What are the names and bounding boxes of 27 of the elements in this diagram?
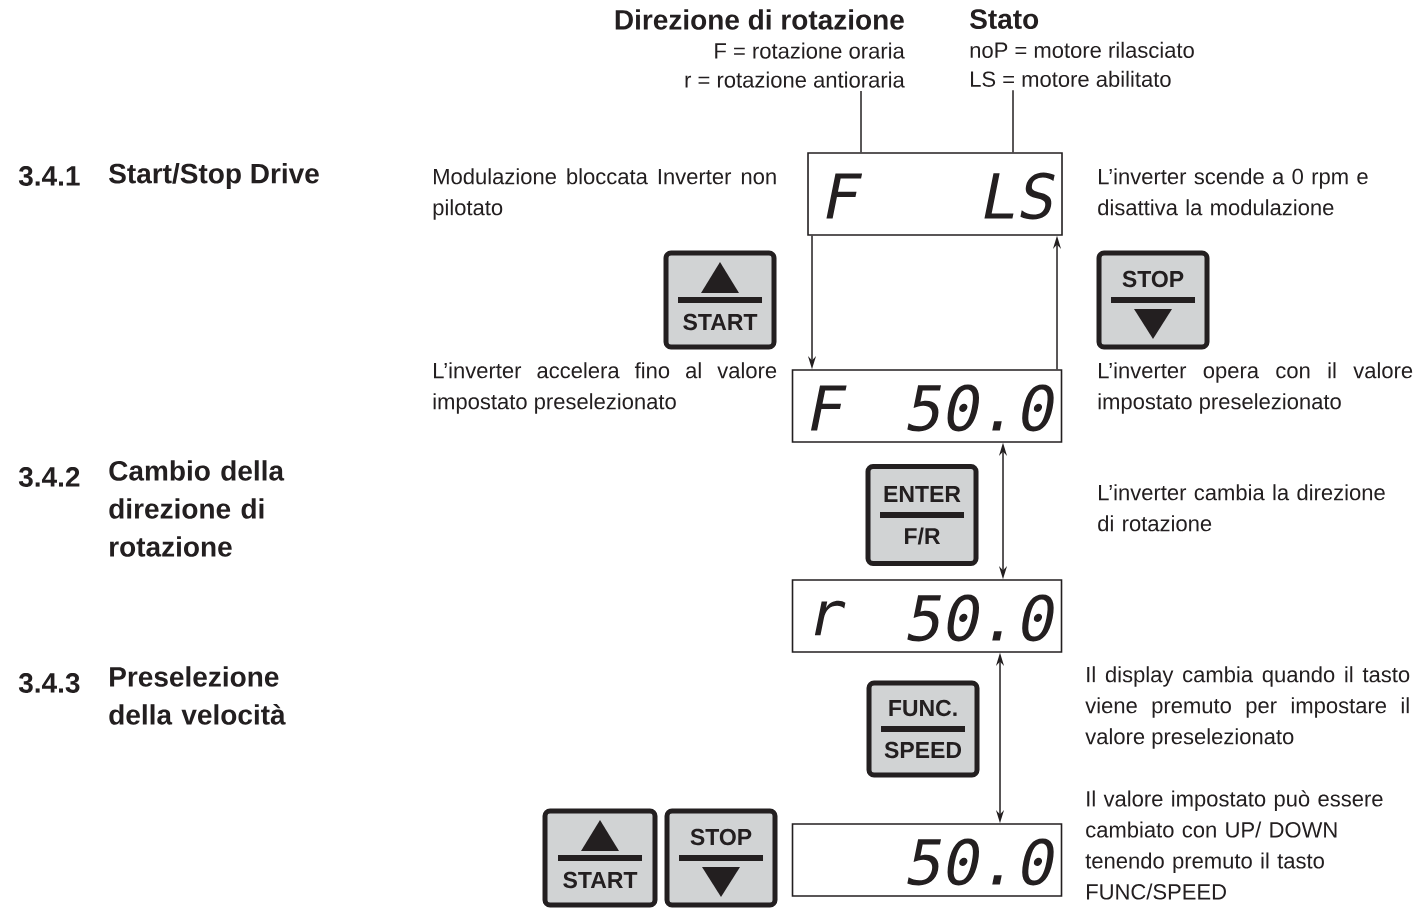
- lcd-display: F 50.0: [791, 369, 1063, 443]
- description-text: Il valore impostato può essere cambiato con UP/ DOWN tenendo premuto il tasto FUNC/SPEED: [1085, 790, 1383, 900]
- description-text: L’inverter accelera fino al valore impostato preselezionato: [433, 362, 777, 414]
- section-heading: Start/Stop Drive: [109, 162, 319, 190]
- section-heading: 3.4.2: [18, 467, 80, 487]
- section-heading: 3.4.3: [18, 673, 80, 693]
- lcd-display: r 50.0: [791, 579, 1063, 653]
- section-heading: Preselezione della velocità: [109, 666, 286, 725]
- heading-text: Direzione di rotazione F = rotazione oraria r = rotazione antioraria: [615, 9, 905, 88]
- section-heading: 3.4.1: [18, 166, 80, 186]
- heading-text: Stato noP = motore rilasciato LS = motore abilitato: [970, 9, 1194, 87]
- description-text: Modulazione bloccata Inverter non pilotato: [433, 168, 776, 220]
- description-text: Il display cambia quando il tasto viene premuto per impostare il valore preselezionato: [1085, 666, 1410, 749]
- leader-line: [1012, 89, 1014, 153]
- description-text: L’inverter cambia la direzione di rotazione: [1098, 484, 1385, 532]
- key-button: FUNC. SPEED: [866, 680, 980, 778]
- lcd-display: 50.0: [791, 823, 1063, 897]
- section-heading: Cambio della direzione di rotazione: [109, 460, 285, 557]
- description-text: L’inverter opera con il valore impostato preselezionato: [1098, 362, 1413, 414]
- description-text: L’inverter scende a 0 rpm e disattiva la modulazione: [1098, 168, 1368, 216]
- key-button: START: [663, 250, 777, 350]
- key-button: START: [542, 808, 658, 908]
- lcd-display: F LS: [807, 152, 1063, 236]
- leader-line: [860, 90, 862, 153]
- key-button: ENTER F/R: [865, 464, 979, 566]
- key-button: STOP: [664, 808, 778, 908]
- key-button: STOP: [1096, 250, 1210, 350]
